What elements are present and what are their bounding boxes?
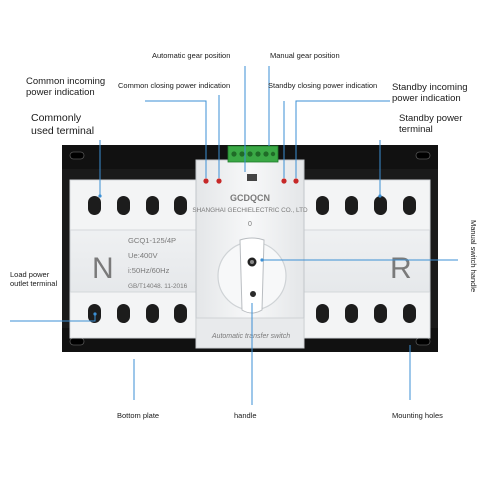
label-common-closing-power-indication: Common closing power indication [118, 81, 231, 90]
terminals-lower-r [316, 304, 416, 323]
manufacturer-text: SHANGHAI GECHIELECTRIC CO., LTD [192, 207, 308, 214]
label-mounting-holes: Mounting holes [392, 411, 443, 420]
label-common-incoming-power-indication: Common incoming power indication [26, 76, 106, 99]
brand-text: GCDQCN [230, 193, 270, 203]
label-manual-gear-position: Manual gear position [270, 51, 340, 60]
label-standby-closing-power-indication: Standby closing power indication [268, 81, 378, 90]
label-load-power-outlet-terminal: Load power outlet terminal [10, 270, 58, 288]
led-common-closing [216, 178, 222, 184]
label-manual-switch-handle: Manual switch handle [469, 220, 478, 293]
led-standby-incoming [293, 178, 299, 184]
gear-position-switch [247, 174, 257, 181]
label-handle: handle [234, 411, 257, 420]
terminals-upper-n [88, 196, 187, 215]
standard-text: GB/T14048. 11-2016 [128, 283, 188, 290]
label-bottom-plate: Bottom plate [117, 411, 160, 420]
frequency-text: i:50Hz/60Hz [128, 266, 170, 275]
callout-lines [10, 66, 458, 405]
manual-switch-handle[interactable] [217, 237, 287, 314]
model-text: GCQ1-125/4P [128, 236, 176, 245]
voltage-text: Ue:400V [128, 251, 158, 260]
label-automatic-gear-position: Automatic gear position [152, 51, 231, 60]
callout-dots [93, 194, 382, 316]
side-r-letter: R [390, 252, 412, 285]
side-n-letter: N [92, 252, 114, 285]
control-connector [227, 145, 279, 163]
led-standby-closing [281, 178, 287, 184]
label-standby-incoming-power-indication: Standby incoming power indication [392, 82, 468, 105]
label-commonly-used-terminal: Commonly used terminal [31, 112, 95, 137]
label-standby-power-terminal: Standby power terminal [399, 113, 463, 136]
bottom-strip-text: Automatic transfer switch [211, 333, 290, 340]
led-common-incoming [203, 178, 209, 184]
indicator-leds [203, 174, 299, 184]
position-marker: 0 [248, 221, 252, 228]
terminals-upper-r [316, 196, 416, 215]
